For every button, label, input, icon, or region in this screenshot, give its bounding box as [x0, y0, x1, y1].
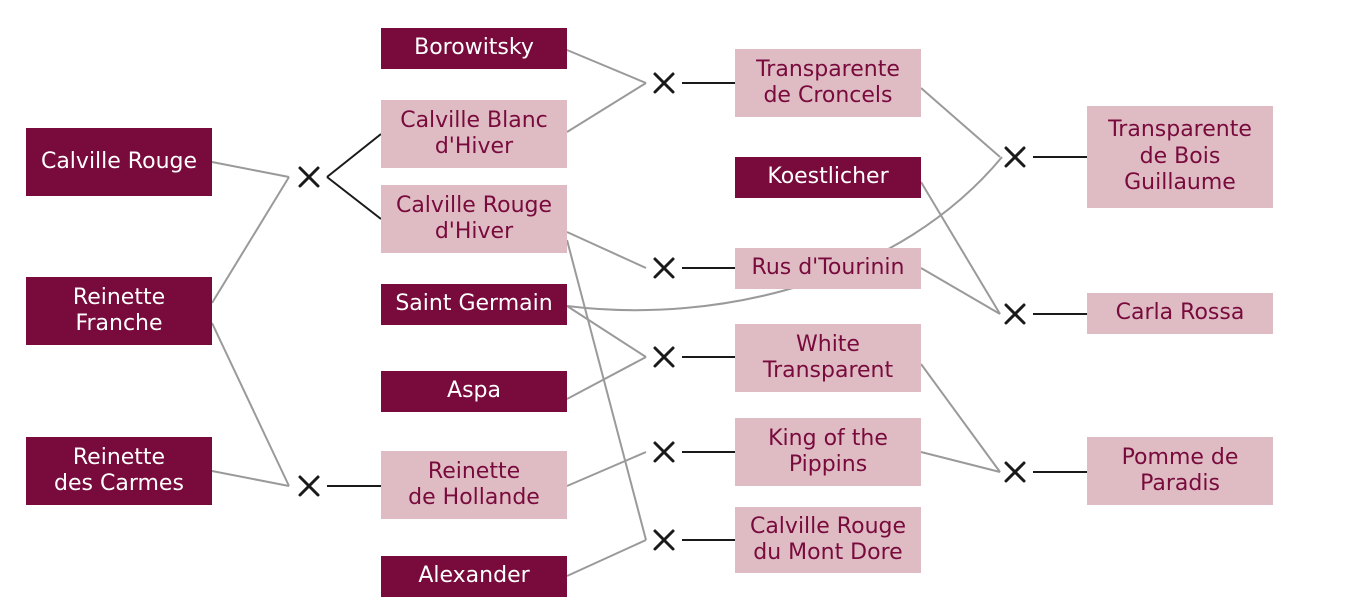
- parent-connector-line: [920, 363, 1001, 473]
- variety-node-aspa: Aspa: [381, 371, 567, 412]
- parent-connector-line: [566, 231, 647, 269]
- variety-node-reinette-franche: Reinette Franche: [26, 277, 212, 345]
- variety-node-calville-rouge: Calville Rouge: [26, 128, 212, 196]
- parent-connector-line: [211, 161, 290, 178]
- variety-node-king-of-the-pippins: King of the Pippins: [735, 418, 921, 486]
- parent-connector-line: [566, 539, 647, 577]
- parent-connector-line: [920, 87, 1001, 158]
- parent-connector-line: [566, 49, 647, 84]
- parent-connector-line: [566, 451, 647, 487]
- parent-connector-line: [211, 176, 290, 304]
- parent-connector-line: [566, 356, 647, 400]
- parent-connector-line: [920, 451, 1001, 473]
- variety-node-rus-dtourinin: Rus d'Tourinin: [735, 248, 921, 289]
- variety-node-transparente-de-bois-guillaume: Transparente de Bois Guillaume: [1087, 106, 1273, 208]
- parent-connector-line: [920, 267, 1001, 315]
- variety-node-calville-rouge-du-mont-dore: Calville Rouge du Mont Dore: [735, 507, 921, 573]
- cross-borowitsky-calville-icon: [653, 72, 675, 94]
- variety-node-pomme-de-paradis: Pomme de Paradis: [1087, 437, 1273, 505]
- variety-node-koestlicher: Koestlicher: [735, 157, 921, 198]
- cross-koestlicher-rus-icon: [1004, 303, 1026, 325]
- variety-node-calville-rouge-dhiver: Calville Rouge d'Hiver: [381, 185, 567, 253]
- cross-calville-reinette-icon: [298, 166, 320, 188]
- variety-node-carla-rossa: Carla Rossa: [1087, 293, 1273, 334]
- variety-node-alexander: Alexander: [381, 556, 567, 597]
- cross-white-pippins-icon: [1004, 461, 1026, 483]
- variety-node-borowitsky: Borowitsky: [381, 28, 567, 69]
- variety-node-calville-blanc-dhiver: Calville Blanc d'Hiver: [381, 100, 567, 168]
- variety-node-transparente-de-croncels: Transparente de Croncels: [735, 49, 921, 117]
- variety-node-reinette-des-carmes: Reinette des Carmes: [26, 437, 212, 505]
- variety-node-white-transparent: White Transparent: [735, 324, 921, 392]
- offspring-connector-line: [326, 133, 382, 178]
- parent-connector-line: [920, 181, 1001, 315]
- variety-node-reinette-de-hollande: Reinette de Hollande: [381, 451, 567, 519]
- variety-node-saint-germain: Saint Germain: [381, 284, 567, 325]
- cross-alexander-rouge-dhiver-icon: [653, 529, 675, 551]
- cross-reinette-carmes-icon: [298, 475, 320, 497]
- cross-croncels-saint-germain-icon: [1004, 146, 1026, 168]
- cross-rouge-dhiver-self-icon: [653, 257, 675, 279]
- cross-saint-germain-aspa-icon: [653, 346, 675, 368]
- parent-connector-line: [566, 305, 647, 358]
- parent-connector-line: [211, 470, 290, 487]
- parent-connector-line: [566, 239, 647, 541]
- cross-hollande-icon: [653, 441, 675, 463]
- parent-connector-line: [211, 322, 290, 487]
- offspring-connector-line: [326, 176, 382, 220]
- parent-connector-line: [566, 82, 647, 133]
